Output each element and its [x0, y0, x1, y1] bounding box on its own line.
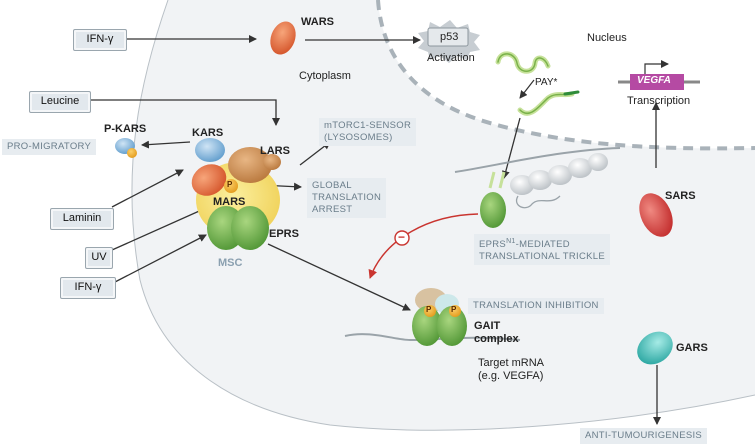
target-mrna-example: (e.g. VEGFA) — [478, 370, 544, 382]
kars-label: KARS — [192, 127, 224, 139]
pro-migratory-note: PRO-MIGRATORY — [2, 139, 97, 155]
sars-protein — [639, 193, 673, 237]
eprs-n1-protein — [480, 192, 506, 228]
uv-box: UV — [85, 247, 113, 269]
p-mark-gait-right: P — [451, 305, 457, 314]
p-kars-protein — [115, 138, 137, 158]
global-translation-arrest-note: GLOBAL TRANSLATION ARREST — [307, 178, 387, 218]
p53-burst — [418, 20, 480, 63]
inhibition-arrow — [368, 213, 479, 279]
mars-label: MARS — [213, 196, 246, 208]
wars-protein — [270, 21, 296, 55]
p53-label: p53 — [440, 31, 459, 43]
inhibit-symbol: − — [398, 230, 406, 244]
transcription-label: Transcription — [627, 95, 691, 107]
eprs-n1-trickle-note: EPRSN1-MEDIATED TRANSLATIONAL TRICKLE — [474, 234, 610, 266]
laminin-box: Laminin — [50, 208, 114, 230]
vegfa-label: VEGFA — [637, 75, 671, 86]
gait-label: GAIT — [474, 320, 501, 332]
eprs-n1-prefix: EPRS — [479, 239, 507, 251]
p-kars-label: P-KARS — [104, 123, 147, 135]
eprs-label: EPRS — [269, 228, 299, 240]
eprs-n1-line-2: TRANSLATIONAL TRICKLE — [479, 251, 605, 263]
mtorc1-line-1: mTORC1-SENSOR — [324, 120, 412, 131]
pay-label: PAY* — [535, 77, 558, 88]
pay-arrow — [519, 79, 535, 99]
lars-protein — [228, 147, 272, 183]
mtorc1-line-2: (LYSOSOMES) — [324, 132, 393, 143]
p-mark-mars: P — [227, 180, 233, 189]
global-line-1: GLOBAL — [312, 180, 352, 191]
lars-label: LARS — [260, 145, 290, 157]
leucine-box: Leucine — [29, 91, 91, 113]
gars-protein — [637, 331, 673, 365]
kars-protein — [195, 138, 225, 162]
mtorc1-sensor-note: mTORC1-SENSOR (LYSOSOMES) — [319, 118, 417, 146]
sars-label: SARS — [665, 190, 696, 202]
eprs-n1-line-1: EPRSN1-MEDIATED — [479, 236, 605, 251]
global-line-2: TRANSLATION — [312, 192, 382, 203]
nucleus-label: Nucleus — [587, 32, 627, 44]
vegfa-gene — [618, 60, 700, 90]
gait-complex — [344, 288, 521, 346]
translation-inhibition-note: TRANSLATION INHIBITION — [468, 298, 604, 314]
p-mark-gait-left: P — [426, 305, 432, 314]
activation-label: Activation — [427, 52, 475, 64]
msc-label: MSC — [218, 257, 243, 269]
global-line-3: ARREST — [312, 204, 353, 215]
ifn-gamma-top-box: IFN-γ — [73, 29, 127, 51]
anti-tumourigenesis-note: ANTI-TUMOURIGENESIS — [580, 428, 708, 444]
target-mrna-label: Target mRNA — [478, 357, 545, 369]
wars-label: WARS — [301, 16, 334, 28]
msc-complex — [191, 138, 281, 250]
eprs-n1-superscript: N1 — [506, 238, 516, 245]
pay-mrna — [495, 51, 580, 116]
eprs-n1-suffix: -MEDIATED — [515, 239, 570, 251]
polysome — [454, 147, 621, 228]
inhibit-symbol-circle — [394, 230, 410, 246]
cytoplasm-label: Cytoplasm — [299, 70, 351, 82]
phospho-p-mars — [224, 179, 238, 193]
ifn-gamma-bottom-box: IFN-γ — [60, 277, 116, 299]
complex-label: complex — [474, 333, 519, 345]
gars-label: GARS — [676, 342, 708, 354]
